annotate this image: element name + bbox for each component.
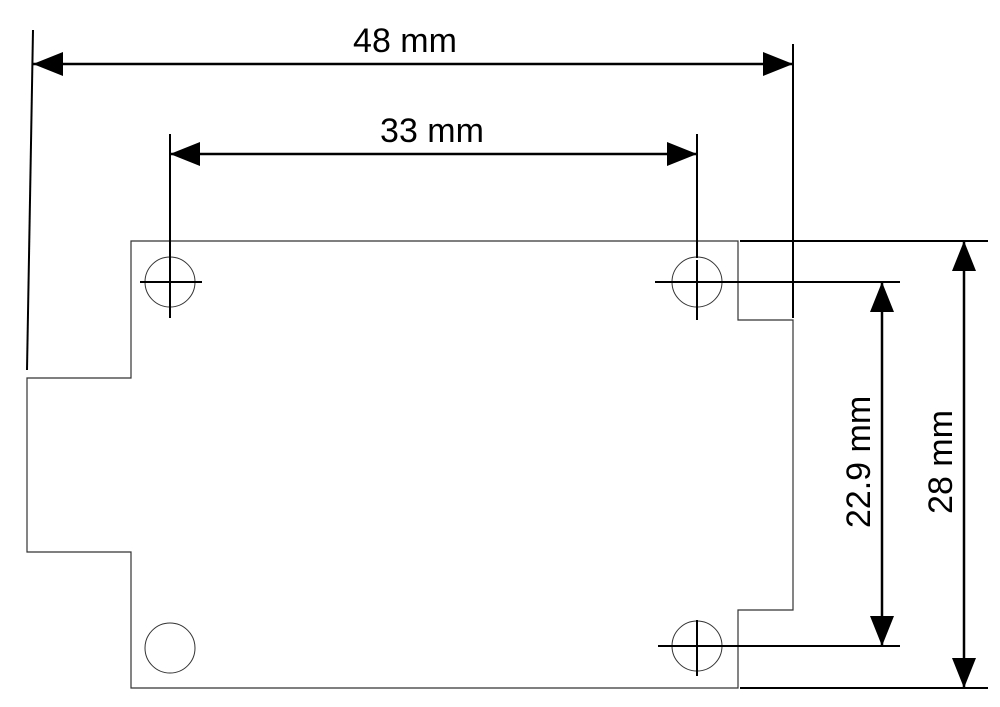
label-overall-height: 28 mm [922,410,960,514]
label-overall-width: 48 mm [353,22,457,60]
mounting-hole-bottom-left [144,622,196,674]
board-outline [26,240,794,689]
arrow-hole-spacing-y-top [870,282,894,312]
arrowheads [33,52,976,688]
extension-lines [26,29,988,689]
arrow-overall-height-top [952,241,976,271]
arrow-overall-width-right [763,52,793,76]
arrow-hole-spacing-y-bottom [870,616,894,646]
arrow-overall-width-left [33,52,63,76]
arrow-hole-spacing-x-left [170,142,200,166]
hole-crosshairs [140,260,740,676]
label-hole-spacing-x: 33 mm [380,112,484,150]
label-hole-spacing-y: 22.9 mm [840,396,878,528]
dimension-lines [33,62,966,688]
arrow-hole-spacing-x-right [667,142,697,166]
arrow-overall-height-bottom [952,658,976,688]
